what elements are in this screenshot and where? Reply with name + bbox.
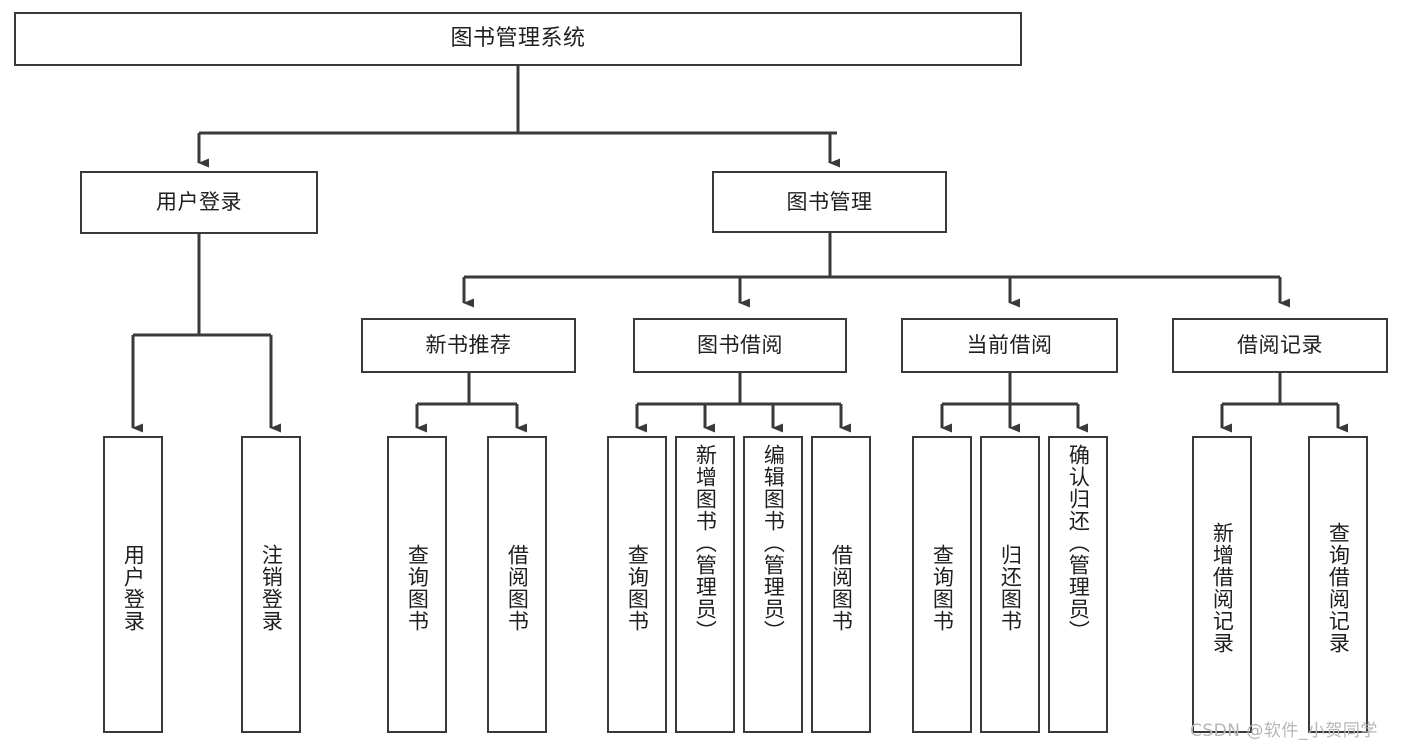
leaf-query-book-current[interactable]: 查询图书 xyxy=(912,436,972,733)
leaf-user-logout[interactable]: 注销登录 xyxy=(241,436,301,733)
node-label: 借阅图书 xyxy=(505,543,530,632)
node-new-book-recommend[interactable]: 新书推荐 xyxy=(361,318,576,373)
leaf-query-borrow-record[interactable]: 查询借阅记录 xyxy=(1308,436,1368,733)
node-label: 用户登录 xyxy=(156,190,242,215)
leaf-edit-book-admin[interactable]: 编辑图书（管理员） xyxy=(743,436,803,733)
node-book-management[interactable]: 图书管理 xyxy=(712,171,947,233)
node-label: 查询借阅记录 xyxy=(1326,521,1351,654)
node-label: 新增借阅记录 xyxy=(1210,521,1235,654)
node-label: 当前借阅 xyxy=(966,333,1053,358)
node-label: 图书管理系统 xyxy=(450,26,586,52)
node-label: 新书推荐 xyxy=(425,333,512,358)
leaf-return-book[interactable]: 归还图书 xyxy=(980,436,1040,733)
node-label: 借阅记录 xyxy=(1237,333,1323,358)
node-label: 确认归还（管理员） xyxy=(1066,444,1091,642)
node-book-borrow[interactable]: 图书借阅 xyxy=(633,318,847,373)
node-user-login[interactable]: 用户登录 xyxy=(80,171,318,234)
node-label: 查询图书 xyxy=(930,543,955,632)
leaf-user-login[interactable]: 用户登录 xyxy=(103,436,163,733)
node-root-system[interactable]: 图书管理系统 xyxy=(14,12,1022,66)
leaf-borrow-book-recommend[interactable]: 借阅图书 xyxy=(487,436,547,733)
node-label: 借阅图书 xyxy=(829,543,854,632)
node-label: 查询图书 xyxy=(625,543,650,632)
node-label: 注销登录 xyxy=(259,543,284,632)
node-label: 归还图书 xyxy=(998,543,1023,632)
node-label: 编辑图书（管理员） xyxy=(761,444,786,642)
leaf-borrow-book[interactable]: 借阅图书 xyxy=(811,436,871,733)
leaf-add-book-admin[interactable]: 新增图书（管理员） xyxy=(675,436,735,733)
node-label: 用户登录 xyxy=(121,543,146,632)
csdn-watermark: CSDN @软件_小贺同学 xyxy=(1190,721,1378,741)
node-label: 新增图书（管理员） xyxy=(693,444,718,642)
node-label: 查询图书 xyxy=(405,543,430,632)
leaf-query-book-borrow[interactable]: 查询图书 xyxy=(607,436,667,733)
leaf-confirm-return-admin[interactable]: 确认归还（管理员） xyxy=(1048,436,1108,733)
node-label: 图书管理 xyxy=(786,189,873,214)
node-borrow-record[interactable]: 借阅记录 xyxy=(1172,318,1388,373)
node-label: 图书借阅 xyxy=(697,333,783,358)
leaf-query-book-recommend[interactable]: 查询图书 xyxy=(387,436,447,733)
node-current-borrow[interactable]: 当前借阅 xyxy=(901,318,1118,373)
leaf-add-borrow-record[interactable]: 新增借阅记录 xyxy=(1192,436,1252,733)
